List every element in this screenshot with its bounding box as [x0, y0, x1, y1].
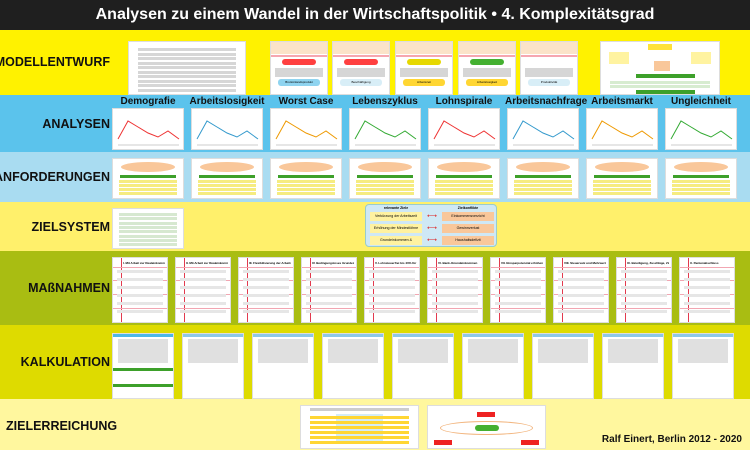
measure-title: IV. Bedingungsloses Grundeinkommen [312, 261, 354, 265]
calculation-card[interactable] [462, 333, 524, 399]
measure-card[interactable]: II. Mit Arbeit zur Realeinkommenssteiger… [175, 257, 231, 323]
calculation-card[interactable] [392, 333, 454, 399]
poster-title: Analysen zu einem Wandel in der Wirtscha… [0, 0, 750, 30]
measure-card[interactable]: IX. Beteiligung, Zuschläge, Zinsen [616, 257, 672, 323]
author-credit: Ralf Einert, Berlin 2012 - 2020 [601, 434, 742, 445]
goal-item: Grundeinkommen & Mindestrente [370, 236, 422, 245]
calculation-card[interactable] [112, 333, 174, 399]
analysis-label: Arbeitsmarkt [591, 96, 653, 107]
calculation-card[interactable] [182, 333, 244, 399]
conflict-item: Einkommensverzicht [442, 212, 494, 221]
calculation-card[interactable] [322, 333, 384, 399]
mini-chart-icon [512, 120, 575, 146]
measure-card[interactable]: VII. Einsparpotenzial erhöhen [490, 257, 546, 323]
model-card-label: Bruttoinlandsprodukt [277, 79, 321, 86]
requirement-card[interactable] [507, 158, 579, 199]
analysis-card[interactable] [349, 108, 421, 150]
requirement-card[interactable] [191, 158, 263, 199]
model-card-label: Produktivität [527, 79, 571, 86]
relevant-goals-header: relevante Ziele [383, 206, 409, 210]
analysis-label: Arbeitsnachfrage [505, 96, 588, 107]
measure-title: III. Flexibilisierung der Arbeitszeiten [249, 261, 291, 265]
double-arrow-icon: ⟷ [426, 237, 438, 244]
section-label-zielsystem: ZIELSYSTEM [31, 220, 110, 234]
analysis-label: Arbeitslosigkeit [189, 96, 265, 107]
double-arrow-icon: ⟷ [426, 213, 438, 220]
analysis-card[interactable] [586, 108, 658, 150]
analysis-card[interactable] [270, 108, 342, 150]
measure-card[interactable]: X. Rentenabschluss [679, 257, 735, 323]
model-card[interactable]: Produktivität [520, 41, 578, 95]
requirement-card[interactable] [349, 158, 421, 199]
requirement-card[interactable] [665, 158, 737, 199]
mini-chart-icon [354, 120, 417, 146]
measure-card[interactable]: III. Flexibilisierung der Arbeitszeiten [238, 257, 294, 323]
measure-title: X. Rentenabschluss [690, 261, 719, 265]
model-overview-card[interactable] [600, 41, 720, 95]
mini-chart-icon [433, 120, 496, 146]
goal-item: Erhöhung der Mindestlöhne [370, 224, 422, 233]
analysis-card[interactable] [665, 108, 737, 150]
section-label-modellentwurf: MODELLENTWURF [0, 55, 110, 69]
double-arrow-icon: ⟷ [426, 225, 438, 232]
model-card-label: Arbeitszeit [402, 79, 446, 86]
analysis-label: Demografie [120, 96, 176, 107]
goal-system-table-card[interactable] [112, 208, 184, 249]
section-label-kalkulation: KALKULATION [20, 355, 110, 369]
section-label-massnahmen: MAßNAHMEN [28, 281, 110, 295]
requirement-card[interactable] [428, 158, 500, 199]
mini-chart-icon [591, 120, 654, 146]
measure-card[interactable]: V. Lohnsteuerfrei bis 40% für alle [364, 257, 420, 323]
model-card-label: Beschäftigung [339, 79, 383, 86]
analysis-card[interactable] [112, 108, 184, 150]
analysis-card[interactable] [428, 108, 500, 150]
measure-card[interactable]: VIII. Steuersatz und Mehrwertsteuer [553, 257, 609, 323]
analysis-label: Lohnspirale [435, 96, 493, 107]
measure-title: V. Lohnsteuerfrei bis 40% für alle [375, 261, 417, 265]
mini-chart-icon [196, 120, 259, 146]
analysis-card[interactable] [191, 108, 263, 150]
zielsystem-diagram: relevante Ziele Zielkonflikte Verkürzung… [365, 204, 497, 247]
requirement-card[interactable] [270, 158, 342, 199]
mini-chart-icon [275, 120, 338, 146]
model-card[interactable]: Beschäftigung [332, 41, 390, 95]
conflict-item: Gewinnverlust [442, 224, 494, 233]
model-card[interactable]: Arbeitslosigkeit [458, 41, 516, 95]
calculation-card[interactable] [252, 333, 314, 399]
measure-card[interactable]: I. Mit Arbeit zur Realeinkommenssteigeru… [112, 257, 168, 323]
measure-title: IX. Beteiligung, Zuschläge, Zinsen [627, 261, 669, 265]
measure-title: VIII. Steuersatz und Mehrwertsteuer [564, 261, 606, 265]
calculation-card[interactable] [532, 333, 594, 399]
measure-title: I. Mit Arbeit zur Realeinkommenssteigeru… [123, 261, 165, 265]
calculation-card[interactable] [602, 333, 664, 399]
measure-title: II. Mit Arbeit zur Realeinkommenssteiger… [186, 261, 228, 265]
calculation-card[interactable] [672, 333, 734, 399]
model-card[interactable]: Bruttoinlandsprodukt [270, 41, 328, 95]
model-diagram-card[interactable] [128, 41, 246, 95]
measure-card[interactable]: VI. Bank-/Grundeinkommen [427, 257, 483, 323]
goal-item: Verkürzung der Arbeitszeit [370, 212, 422, 221]
requirement-card[interactable] [112, 158, 184, 199]
conflict-item: Haushaltsdefizit [442, 236, 494, 245]
analysis-label: Worst Case [278, 96, 334, 107]
measure-title: VI. Bank-/Grundeinkommen [438, 261, 478, 265]
analysis-label: Lebenszyklus [352, 96, 418, 107]
section-label-anforderungen: ANFORDERUNGEN [0, 170, 110, 184]
model-card-label: Arbeitslosigkeit [465, 79, 509, 86]
analysis-card[interactable] [507, 108, 579, 150]
requirement-card[interactable] [586, 158, 658, 199]
section-label-analysen: ANALYSEN [42, 117, 110, 131]
mini-chart-icon [117, 120, 180, 146]
goal-achievement-table-card[interactable] [300, 405, 419, 449]
goal-conflict-diagram-card[interactable] [427, 405, 546, 449]
analysis-label: Ungleichheit [670, 96, 731, 107]
section-label-zielerreichung: ZIELERREICHUNG [6, 419, 118, 433]
goal-conflicts-header: Zielkonflikte [457, 206, 479, 210]
measure-title: VII. Einsparpotenzial erhöhen [501, 261, 543, 265]
mini-chart-icon [670, 120, 733, 146]
measure-card[interactable]: IV. Bedingungsloses Grundeinkommen [301, 257, 357, 323]
model-card[interactable]: Arbeitszeit [395, 41, 453, 95]
